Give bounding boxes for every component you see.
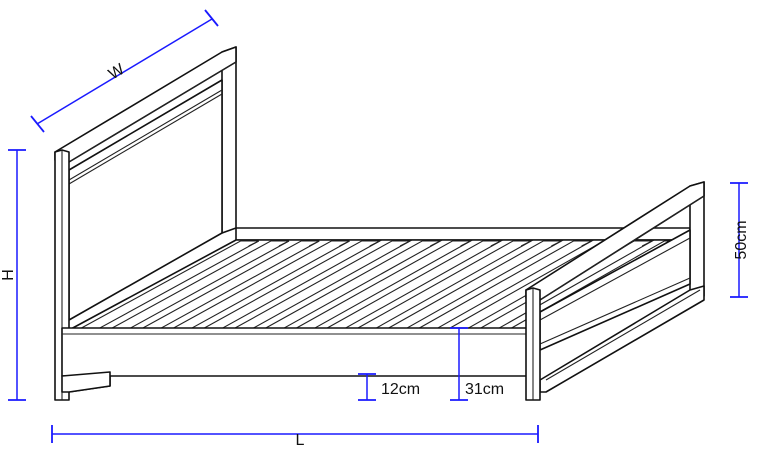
side-rail-face — [61, 327, 531, 377]
slat-edge — [520, 240, 532, 247]
slat-edge — [641, 240, 653, 247]
dimension-length: L — [51, 425, 539, 449]
dimension-leg-clearance: 12cm — [358, 373, 420, 401]
headboard-back-post — [221, 46, 237, 234]
length-label: L — [296, 432, 305, 449]
slat-edge — [490, 240, 502, 247]
dimension-height: H — [0, 149, 26, 401]
slat-edge — [248, 240, 259, 247]
deck-height-label: 31cm — [465, 381, 504, 398]
leg-clearance-label: 12cm — [381, 381, 420, 398]
slat-edge — [399, 240, 411, 247]
slat-edge — [551, 240, 562, 247]
slat-edge — [308, 240, 320, 247]
slat-edge — [369, 240, 381, 247]
footboard — [525, 181, 705, 401]
footboard-height-label: 50cm — [733, 220, 750, 259]
slat-edge — [430, 240, 441, 247]
slat-edge — [460, 240, 471, 247]
front-side-rail — [61, 327, 531, 393]
slat-edge — [339, 240, 350, 247]
slat-edge — [278, 240, 290, 247]
height-label: H — [0, 269, 17, 281]
slat-edge — [581, 240, 592, 247]
side-rail-leg-join — [61, 371, 111, 393]
dimension-footboard-height: 50cm — [730, 182, 750, 298]
dimension-deck-height: 31cm — [450, 327, 504, 401]
